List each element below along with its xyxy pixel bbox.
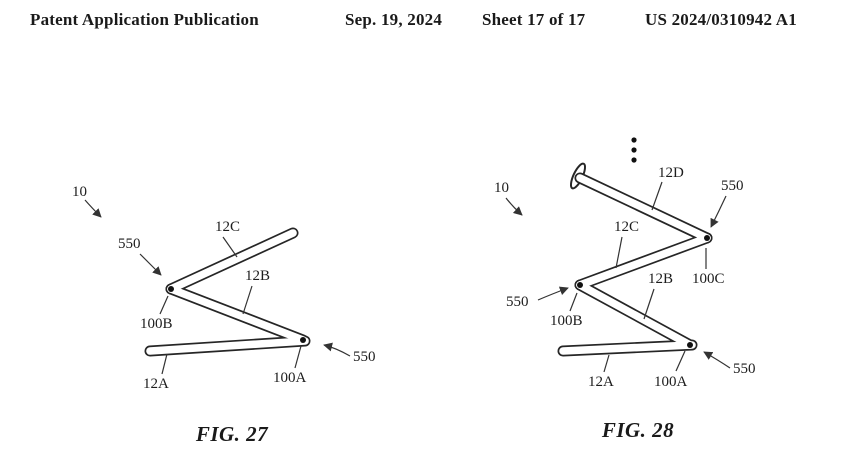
header-patent-number: US 2024/0310942 A1 [645, 10, 797, 29]
fig28-label-12B: 12B [648, 271, 673, 287]
fig28-leader-100A [675, 350, 686, 372]
fig28-leader-12A [603, 354, 610, 373]
fig28-hinge-100C [704, 235, 710, 241]
fig27-label-10: 10 [72, 184, 87, 200]
fig28-label-550-bottom: 550 [733, 361, 756, 377]
fig28-label-100B: 100B [550, 313, 583, 329]
fig27-arrow-550-right [323, 342, 351, 357]
fig28-drawing: 10 12D 550 12C 12B 100C 550 100B 12A 100… [494, 137, 756, 390]
fig28-arrow-10 [505, 197, 523, 216]
fig28-ellipsis-dot [631, 137, 637, 143]
fig28-label-12A: 12A [588, 374, 614, 390]
fig28-caption: FIG. 28 [601, 418, 675, 442]
fig27-caption: FIG. 27 [195, 422, 269, 446]
fig28-ellipsis-dot [631, 157, 637, 163]
fig27-bar-12A-fill [146, 337, 309, 355]
fig28-bar-12D-fill [576, 174, 711, 242]
fig27-leader-12C [222, 236, 238, 258]
fig28-label-550-left: 550 [506, 294, 529, 310]
fig27-label-550-left: 550 [118, 236, 141, 252]
header-sheet-number: Sheet 17 of 17 [482, 10, 586, 29]
fig28-ellipsis-dot [631, 147, 637, 153]
fig28-leader-12B [643, 288, 655, 320]
header-date: Sep. 19, 2024 [345, 10, 443, 29]
fig28-hinge-100A [687, 342, 693, 348]
fig28-label-12D: 12D [658, 165, 684, 181]
fig27-leader-12A [161, 353, 168, 375]
fig28-arrow-550-top [710, 195, 727, 228]
fig27-bar-12C-fill [167, 229, 297, 293]
fig28-leader-12D [651, 181, 663, 211]
fig27-label-100A: 100A [273, 370, 307, 386]
fig27-arrow-550-left [139, 253, 162, 276]
fig28-label-100C: 100C [692, 271, 725, 287]
fig27-label-12A: 12A [143, 376, 169, 392]
fig28-label-10: 10 [494, 180, 509, 196]
fig27-leader-100B [159, 295, 169, 315]
fig27-drawing: 10 550 12C 12B 100B 12A 100A 550 [72, 184, 376, 392]
fig28-leader-100B [569, 292, 578, 312]
fig27-label-100B: 100B [140, 316, 173, 332]
fig28-arrow-550-bottom [703, 351, 731, 369]
fig28-arrow-550-left [537, 286, 569, 301]
fig27-label-12B: 12B [245, 268, 270, 284]
fig28-label-550-top: 550 [721, 178, 744, 194]
fig27-hinge-100B [168, 286, 174, 292]
fig28-label-100A: 100A [654, 374, 688, 390]
fig28-hinge-100B [577, 282, 583, 288]
fig27-leader-12B [242, 285, 253, 315]
fig27-label-12C: 12C [215, 219, 240, 235]
fig27-arrow-10 [84, 199, 102, 218]
header-publication: Patent Application Publication [30, 10, 259, 29]
fig27-hinge-100A [300, 337, 306, 343]
fig27-label-550-right: 550 [353, 349, 376, 365]
fig27-leader-100A [294, 345, 302, 369]
fig27-bar-12B-fill [167, 285, 307, 344]
fig28-bar-12A-fill [559, 341, 696, 355]
fig28-bar-12C-fill [576, 234, 711, 289]
fig28-leader-12C [615, 236, 623, 269]
fig28-label-12C: 12C [614, 219, 639, 235]
fig28-bar-12B-fill [576, 281, 694, 349]
